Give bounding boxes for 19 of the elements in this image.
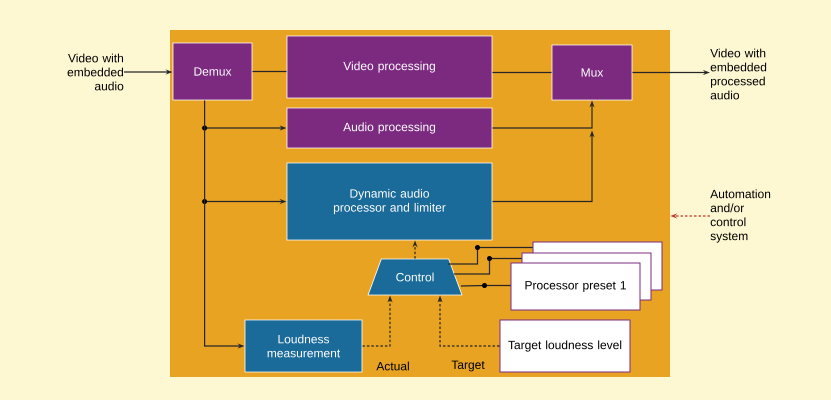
preset-box: Target loudness level [500, 320, 630, 372]
signal-label: Video with embedded audio [68, 54, 124, 90]
connector-line [460, 282, 510, 288]
signal-label: Automation and/or control system [710, 189, 770, 243]
connector-line [492, 72, 552, 74]
edge-label: Actual [375, 360, 411, 372]
signal-label: Video with embedded processed audio [710, 48, 766, 100]
connector-line [454, 256, 522, 275]
process-box: Mux [552, 44, 632, 100]
process-box: Demux [172, 42, 252, 100]
connector-line [448, 244, 532, 265]
edge-label: Target [450, 360, 486, 372]
process-box: Audio processing [286, 108, 492, 148]
preset-box: Processor preset 1 [510, 262, 640, 310]
control-trapezoid: Control [368, 258, 462, 296]
process-box: Video processing [286, 36, 492, 98]
connector-line [252, 70, 287, 72]
process-box: Loudness measurement [244, 320, 362, 372]
process-box: Dynamic audio processor and limiter [286, 162, 492, 240]
